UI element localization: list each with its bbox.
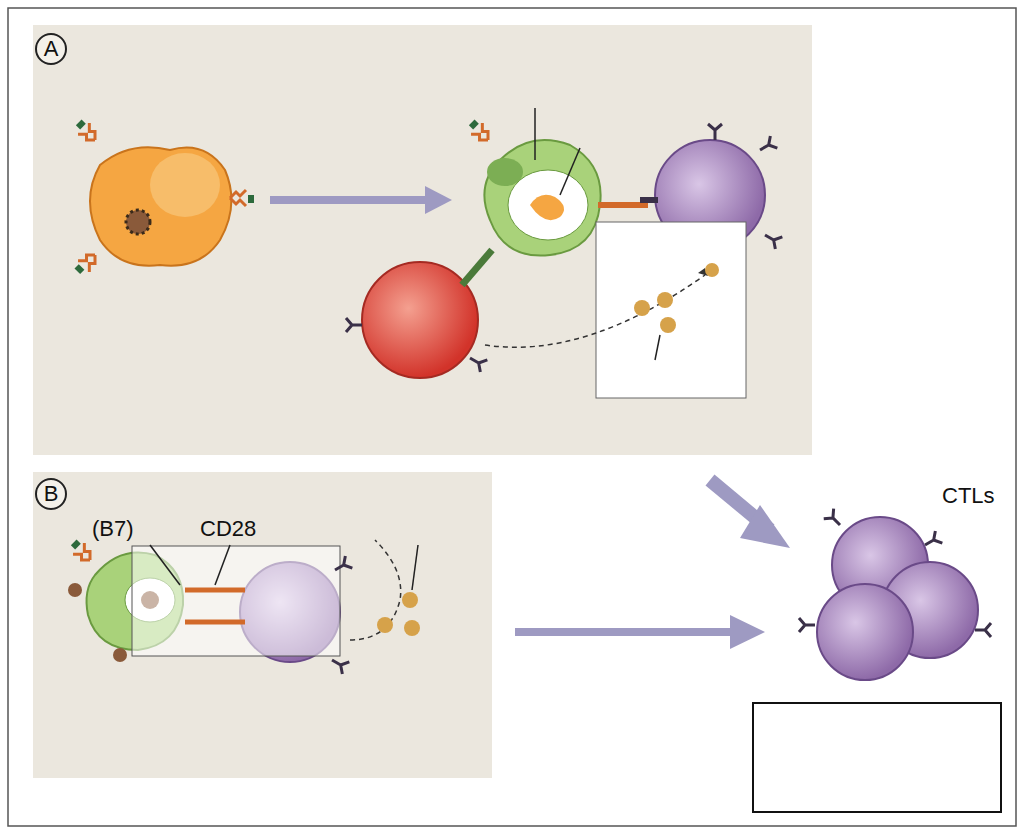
- panel-letter: A: [44, 38, 59, 60]
- part-label: (B7): [92, 517, 134, 541]
- part-label: CTLs: [942, 484, 995, 508]
- panel-letter-circle: A: [35, 33, 67, 65]
- panel-letter: B: [44, 483, 59, 505]
- part-label: CD28: [200, 517, 256, 541]
- panel-letter-circle: B: [35, 478, 67, 510]
